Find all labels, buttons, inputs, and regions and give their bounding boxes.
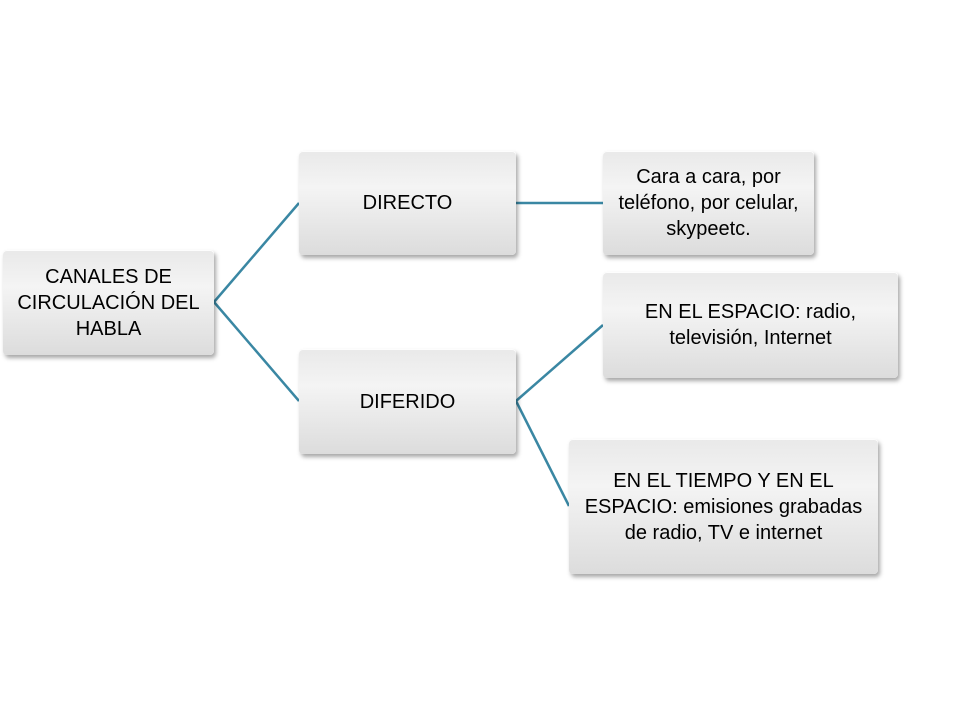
leaf-en-el-tiempo-label: EN EL TIEMPO Y EN EL ESPACIO: emisiones …: [584, 469, 863, 544]
branch-directo-label: DIRECTO: [362, 192, 453, 214]
leaf-node-en-el-espacio: EN EL ESPACIO: radio, televisión, Intern…: [603, 272, 898, 378]
connector-root-diferido: [213, 301, 300, 402]
branch-node-diferido: DIFERIDO: [299, 349, 516, 454]
connector-diferido-tiempo: [514, 400, 571, 507]
leaf-en-el-espacio-label: EN EL ESPACIO: radio, televisión, Intern…: [644, 301, 857, 349]
leaf-directo-detail-label: Cara a cara, por teléfono, por celular, …: [618, 166, 799, 240]
branch-diferido-label: DIFERIDO: [359, 390, 456, 413]
branch-node-directo: DIRECTO: [299, 151, 516, 255]
connector-diferido-espacio: [515, 324, 604, 402]
leaf-node-directo-detail: Cara a cara, por teléfono, por celular, …: [603, 151, 814, 255]
root-node-label: CANALES DE CIRCULACIÓN DEL HABLA: [17, 265, 200, 340]
connector-root-directo: [213, 202, 300, 303]
root-node: CANALES DE CIRCULACIÓN DEL HABLA: [3, 250, 214, 355]
leaf-node-en-el-tiempo: EN EL TIEMPO Y EN EL ESPACIO: emisiones …: [569, 439, 878, 574]
